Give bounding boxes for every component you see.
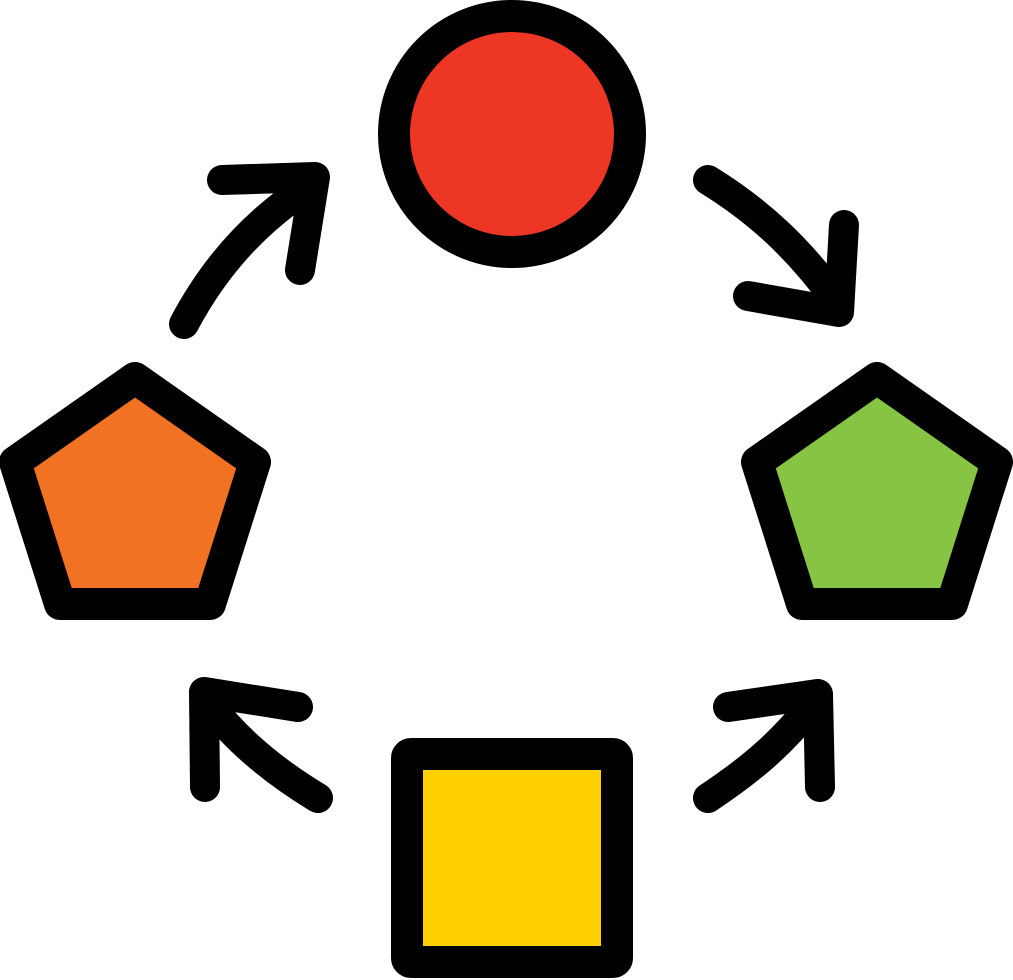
arrow-lower-right <box>693 679 835 813</box>
green-pentagon-node <box>741 362 1013 620</box>
arrow-lower-right-head <box>713 679 835 802</box>
yellow-square-node <box>391 738 633 978</box>
arrow-lower-left <box>189 677 333 813</box>
arrow-upper-left <box>169 162 330 339</box>
arrow-lower-left-curve <box>195 690 333 813</box>
orange-pentagon-node <box>0 362 271 620</box>
arrow-upper-left-head <box>207 162 330 285</box>
arrow-upper-right <box>693 165 859 327</box>
arrow-upper-right-curve <box>693 165 851 315</box>
arrow-lower-right-curve <box>693 690 827 813</box>
red-circle-node <box>378 0 646 268</box>
arrow-upper-right-head <box>733 210 859 327</box>
arrow-upper-left-curve <box>169 169 327 339</box>
arrow-lower-left-head <box>189 677 313 802</box>
